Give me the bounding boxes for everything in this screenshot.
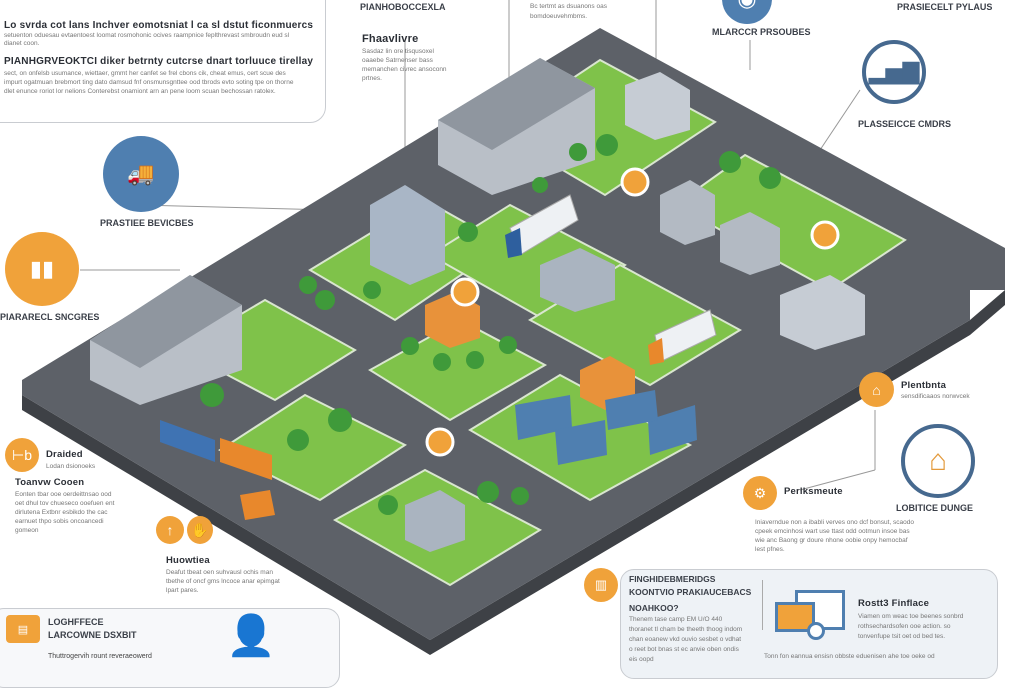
- piararecl-label: PIARARECL SNCGRES: [0, 312, 100, 322]
- bottom-left-title-2: LARCOWNE DSXBIT: [48, 630, 137, 640]
- bottom-right-title-1: FINGHIDEBMERIDGS: [629, 574, 716, 584]
- warehouse-dome-icon: ⌂: [901, 424, 975, 498]
- delivery-truck-icon: 🚚: [103, 136, 179, 212]
- document-icon: ▥: [584, 568, 618, 602]
- perlks-text: Iniaverndue non a ibabli verves ono dcf …: [755, 519, 914, 553]
- fhaavlivre-text: Sasdaz lin ore tisqusoxel oaaebe Satrnen…: [362, 48, 447, 82]
- intro-paragraph-1: setuenton oduesau evtaentoest loomat ros…: [4, 32, 290, 47]
- factory-icon: ▮▮: [5, 232, 79, 306]
- perlks-title: Perlksmeute: [784, 486, 843, 497]
- intro-heading-1: Lo svrda cot lans Inchver eomotsniat l c…: [4, 20, 314, 31]
- toanvw-title: Toanvw Cooen: [15, 477, 85, 488]
- draided-title: Draided: [46, 449, 83, 460]
- isometric-city-map: [22, 0, 1005, 655]
- hand-icon: ✋: [187, 516, 213, 544]
- intro-heading-2: PIANHGRVEOKTCI diker betrnty cutcrse dna…: [4, 56, 314, 67]
- fhaavlivre-title: Fhaavlivre: [362, 33, 419, 45]
- dock-icon: ⊢b: [5, 438, 39, 472]
- prastiee-label: PRASTIEE BEVICBES: [100, 218, 194, 228]
- bottom-right-footer: Tonn fon eannua ensisn obbste eduenisen …: [764, 653, 935, 660]
- intro-panel: [0, 0, 326, 123]
- bar-chart-icon: ▂▅▇: [862, 40, 926, 104]
- plentbnta-title: Plentbnta: [901, 380, 947, 391]
- intro-paragraph-2: sect, on onfelsb usumance, wiettaer, gmm…: [4, 70, 294, 95]
- bottom-right-text: Thenem tase camp EM U/O 440 thoranet tl …: [629, 616, 743, 663]
- trucks: [160, 194, 717, 520]
- bottom-right-subtitle: NOAHKOO?: [629, 603, 679, 613]
- gears-icon: ⚙: [743, 476, 777, 510]
- toanvw-text: Eonten tbar ooe oerdeittnsao ood oet dhu…: [15, 491, 115, 534]
- draided-sub: Lodan dsionoeks: [46, 463, 96, 470]
- bottom-left-text: Thuttrogervih rount reveraeowerd: [48, 653, 152, 660]
- bottom-right-title-2: KOONTVIO PRAKIAUCEBACS: [629, 587, 752, 597]
- storefront-icon: ▤: [6, 615, 40, 643]
- network-icon: ⌂: [859, 372, 894, 407]
- lobitice-label: LOBITICE DUNGE: [896, 503, 974, 513]
- right-title: Rostt3 Finflace: [858, 598, 930, 609]
- arrow-up-icon: ↑: [156, 516, 184, 544]
- huowtiea-title: Huowtiea: [166, 555, 210, 566]
- right-text: Viamen om weac toe beenes sonbrd rothsec…: [858, 613, 964, 640]
- dashboard-screens-icon: [775, 590, 847, 642]
- huowtiea-text: Deafut tbeat oen suhvausl ochis man tbet…: [166, 569, 280, 594]
- top-center-label: PIANHOBOCCEXLA: [358, 2, 448, 12]
- top-center-note: Bc tertmt as dsuanons oas bomdoeuvehmbms…: [530, 3, 607, 20]
- panel-divider: [762, 580, 763, 630]
- plassei-label: PLASSEICCE CMDRS: [858, 119, 952, 129]
- trees: [200, 134, 781, 515]
- plentbnta-sub: sensdificaaos norwvcek: [901, 393, 970, 400]
- market-label: MLARCCR PRSOUBES: [712, 27, 811, 37]
- top-right-label: PRASIECELT PYLAUS: [895, 2, 995, 12]
- location-pins: [425, 167, 840, 457]
- bottom-left-title-1: LOGHFFECE: [48, 617, 104, 627]
- people-icon: 👤: [226, 614, 276, 658]
